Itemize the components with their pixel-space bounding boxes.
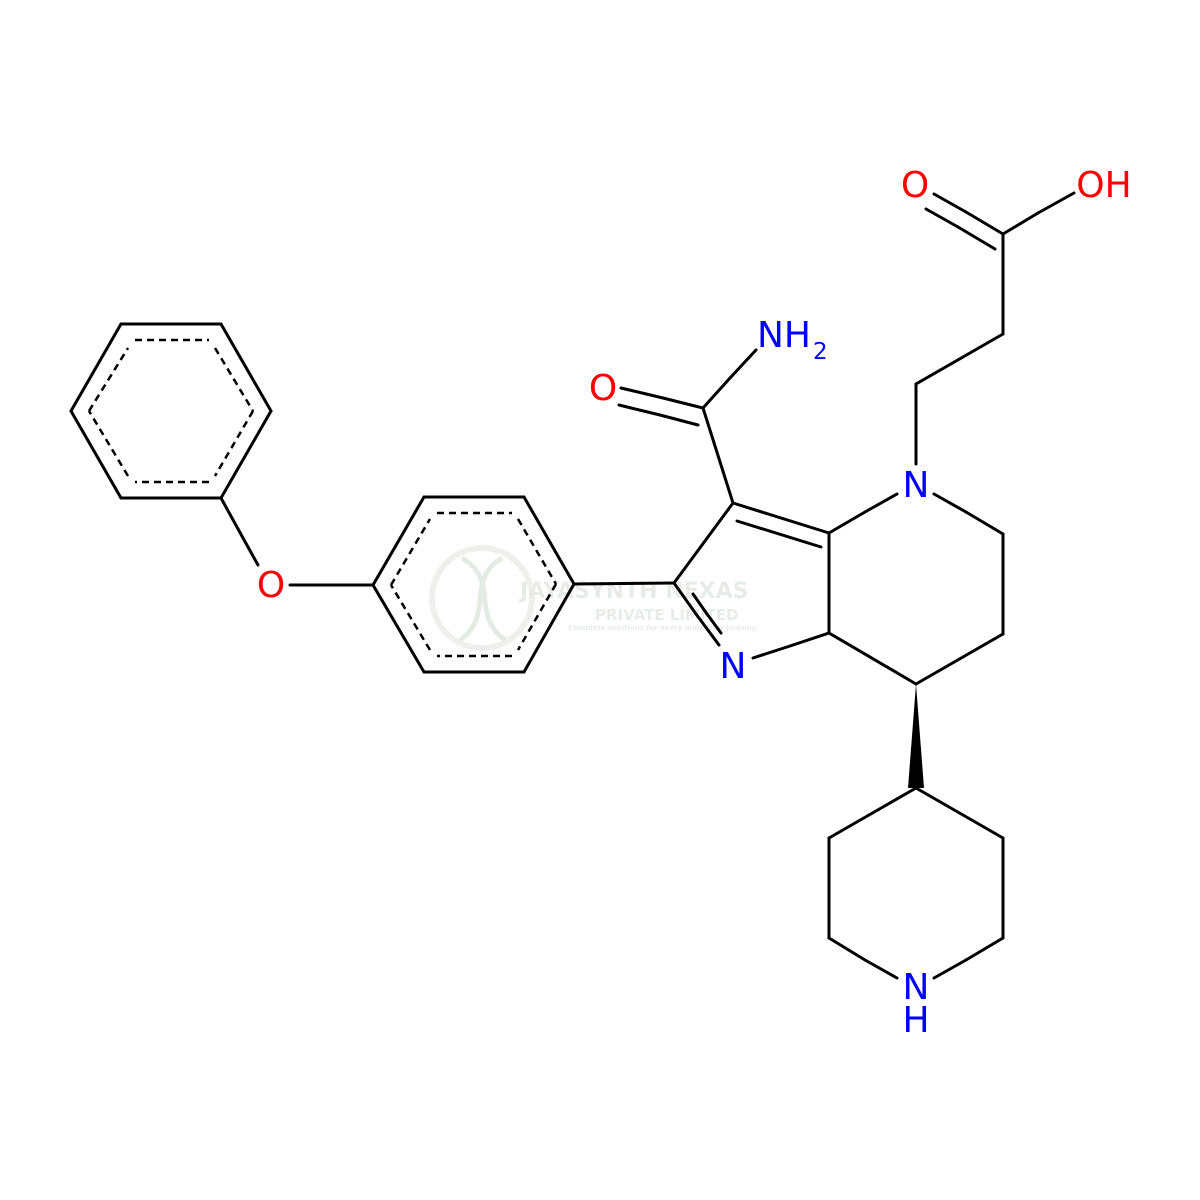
bond	[672, 501, 735, 585]
bond	[371, 583, 426, 674]
propanoic-acid-chain	[914, 191, 1076, 466]
bond	[728, 348, 758, 380]
bond	[701, 406, 735, 505]
aromatic-bond	[87, 410, 130, 477]
bond	[827, 631, 918, 686]
bond	[956, 225, 997, 251]
atom-label-hydroxyl: OH	[1076, 165, 1131, 206]
atom-label-amide-oxygen: O	[589, 368, 617, 409]
amide-group	[617, 348, 758, 505]
bond	[827, 936, 867, 962]
watermark-logo-circle	[429, 545, 535, 651]
bond	[617, 403, 662, 417]
bond	[932, 492, 968, 514]
bond	[219, 409, 273, 500]
bond	[219, 322, 273, 413]
bond	[827, 510, 867, 535]
bond	[658, 413, 700, 427]
bond	[964, 510, 1005, 536]
aromatic-bond	[87, 347, 130, 412]
bond	[914, 632, 1005, 686]
aromatic-bond	[389, 518, 432, 586]
watermark: JAYASYNTH NEXAS PRIVATE LIMITED Complete…	[429, 545, 756, 651]
atom-label-ether-oxygen: O	[257, 565, 285, 606]
bond	[701, 376, 732, 410]
bond	[735, 519, 823, 549]
bond	[661, 396, 705, 410]
bond	[522, 495, 576, 586]
piperidine-ring	[827, 786, 1005, 980]
bond	[1036, 191, 1076, 215]
bond	[964, 210, 1005, 236]
bond	[69, 322, 123, 413]
dna-helix-icon	[458, 555, 507, 643]
bond	[522, 582, 576, 674]
aromatic-bond	[213, 410, 255, 477]
atom-label-amide-subscript: 2	[813, 339, 828, 365]
aromatic-bond	[516, 583, 558, 651]
atom-label-carbonyl-oxygen: O	[901, 165, 929, 206]
bond	[751, 644, 792, 660]
bond	[964, 936, 1005, 962]
bond	[705, 612, 723, 635]
aromatic-bond	[389, 584, 432, 651]
bond	[827, 786, 918, 840]
atom-label-amide-nitrogen: NH	[757, 315, 811, 356]
atom-label-piperidine-nitrogen: N	[903, 967, 930, 1008]
bond	[731, 501, 831, 535]
bond	[788, 631, 831, 648]
atom-label-piperidine-hydrogen: H	[902, 1000, 929, 1041]
bond	[914, 786, 1005, 840]
bond	[1001, 211, 1040, 236]
bond	[694, 612, 721, 647]
bond	[572, 581, 676, 586]
bond	[69, 409, 123, 500]
bond	[219, 496, 245, 540]
bond	[371, 495, 426, 587]
atom-label-imine-nitrogen: N	[720, 646, 747, 687]
aromatic-bond	[516, 518, 558, 585]
bond	[914, 332, 1005, 386]
bond	[924, 207, 960, 229]
tetrahydropyridine-ring	[827, 492, 1005, 686]
phenylene-ring	[371, 495, 576, 674]
watermark-subtitle: PRIVATE LIMITED	[595, 606, 738, 624]
bond	[241, 536, 260, 567]
bond	[932, 192, 968, 214]
bond	[863, 958, 899, 980]
bond	[619, 386, 665, 400]
aromatic-bond	[213, 347, 255, 412]
wedge-bond	[908, 684, 924, 788]
bond	[672, 581, 698, 616]
bond	[863, 492, 899, 514]
phenyl-ring	[69, 322, 273, 500]
bond	[691, 592, 709, 616]
pyrroline-ring	[672, 501, 831, 660]
bond	[932, 958, 968, 980]
watermark-tagline: Complete solutions for every molecular j…	[568, 624, 756, 632]
atom-label-ring-nitrogen: N	[903, 465, 930, 506]
